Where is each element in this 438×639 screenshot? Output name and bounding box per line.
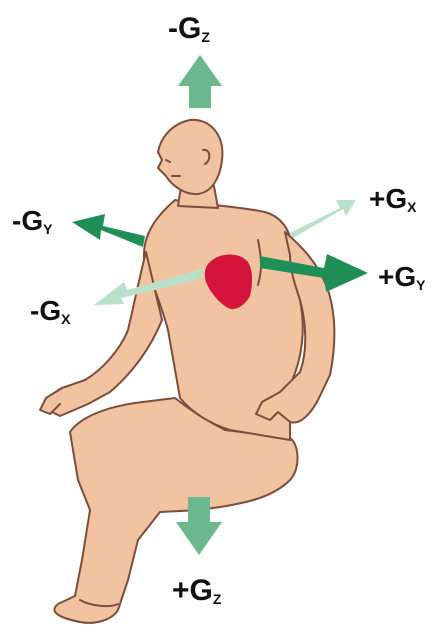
label-neg-gy: -GY: [12, 205, 53, 237]
label-pos-gx: +GX: [369, 183, 417, 215]
label-neg-gx: -GX: [30, 295, 71, 327]
arrow-neg-gz: [178, 55, 222, 108]
arrow-neg-gy: [72, 214, 145, 247]
arrow-pos-gx: [290, 200, 356, 238]
label-neg-gz: -GZ: [168, 12, 210, 45]
label-pos-gy: +GY: [378, 261, 426, 293]
seated-human-figure: [40, 120, 334, 623]
label-pos-gz: +GZ: [172, 574, 222, 607]
